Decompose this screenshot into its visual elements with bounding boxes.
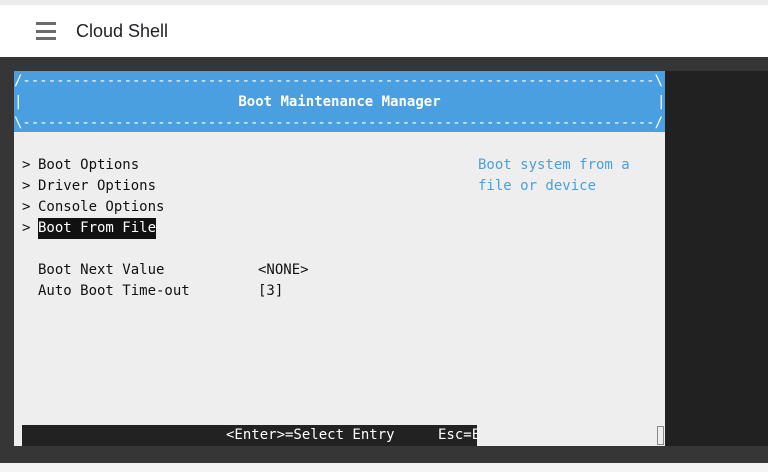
menu-marker: >: [22, 157, 31, 173]
border-top: /---------------------------------------…: [14, 73, 664, 89]
status-enter-hint: <Enter>=Select Entry: [226, 427, 395, 443]
menu-item-boot-options[interactable]: Boot Options: [38, 157, 140, 173]
terminal-side-panel: [665, 71, 768, 446]
border-left: |: [14, 94, 23, 110]
menu-marker: >: [22, 220, 31, 236]
menu-item-boot-from-file[interactable]: Boot From File: [38, 218, 157, 239]
hamburger-icon[interactable]: [36, 22, 56, 40]
terminal[interactable]: /---------------------------------------…: [14, 71, 665, 446]
status-bar: <Enter>=Select Entry Esc=E: [22, 425, 481, 446]
bios-title: Boot Maintenance Manager: [238, 94, 441, 110]
terminal-cursor: [657, 426, 664, 445]
browser-top-strip: [0, 0, 768, 5]
border-right: |: [657, 94, 665, 110]
field-label-boot-next: Boot Next Value: [38, 262, 165, 278]
status-esc-hint: Esc=E: [438, 427, 481, 443]
menu-marker: >: [22, 178, 31, 194]
menu-item-driver-options[interactable]: Driver Options: [38, 178, 157, 194]
field-value-boot-next[interactable]: <NONE>: [258, 262, 309, 278]
border-bottom: \---------------------------------------…: [14, 115, 664, 131]
bios-header: /---------------------------------------…: [14, 71, 665, 132]
help-text-line: file or device: [478, 178, 597, 194]
menu-marker: >: [22, 199, 31, 215]
app-header: Cloud Shell: [0, 5, 768, 57]
help-text-line: Boot system from a: [478, 157, 630, 173]
field-label-auto-boot: Auto Boot Time-out: [38, 283, 190, 299]
menu-item-console-options[interactable]: Console Options: [38, 199, 165, 215]
bottom-strip: [0, 463, 768, 472]
app-title: Cloud Shell: [76, 20, 169, 41]
field-value-auto-boot[interactable]: [3]: [258, 283, 284, 299]
